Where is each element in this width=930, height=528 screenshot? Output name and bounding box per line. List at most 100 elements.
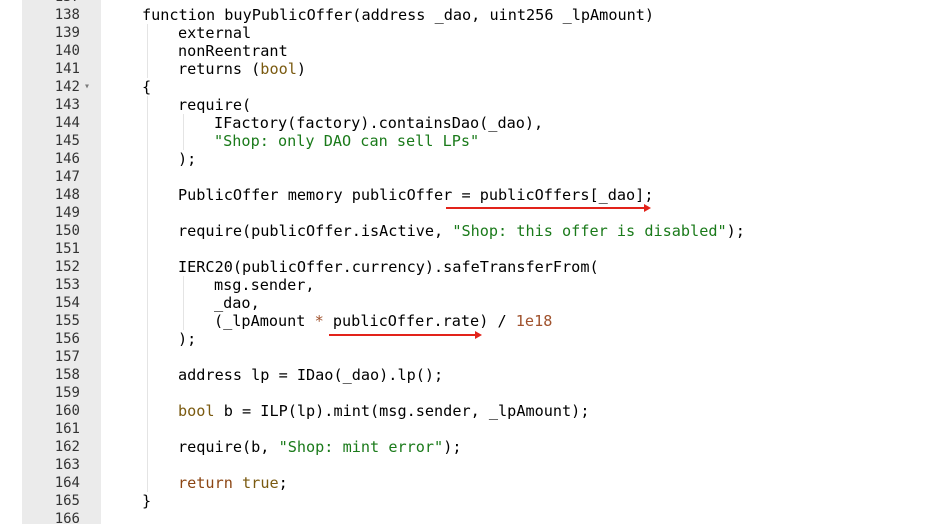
- code-token: publicOffer.rate) /: [323, 312, 516, 330]
- code-token: PublicOffer memory publicOffer = publicO…: [178, 186, 654, 204]
- fold-arrow-icon[interactable]: ▾: [84, 81, 91, 92]
- line-number: 151: [54, 241, 80, 257]
- code-line[interactable]: 156);: [0, 330, 930, 348]
- indent-guide: [147, 222, 148, 240]
- code-line[interactable]: 165}: [0, 492, 930, 510]
- code-token: bool: [260, 60, 297, 78]
- code-text: return true;: [178, 474, 288, 492]
- code-token: }: [142, 492, 152, 510]
- code-token: b = ILP(lp).mint(msg.sender, _lpAmount);: [214, 402, 590, 420]
- indent-guide: [147, 24, 148, 42]
- code-token: _dao,: [214, 294, 260, 312]
- line-number: 153: [54, 277, 80, 293]
- code-line[interactable]: 161: [0, 420, 930, 438]
- code-text: nonReentrant: [178, 42, 288, 60]
- line-number: 137: [22, 0, 80, 6]
- line-number-gutter: [22, 0, 101, 524]
- code-text: msg.sender,: [214, 276, 315, 294]
- code-line[interactable]: 154_dao,: [0, 294, 930, 312]
- indent-guide: [147, 258, 148, 276]
- code-token: bool: [178, 402, 215, 420]
- line-number: 148: [54, 187, 80, 203]
- code-line[interactable]: 160 bool b = ILP(lp).mint(msg.sender, _lp…: [0, 402, 930, 420]
- line-number: 139: [54, 25, 80, 41]
- code-text: (_lpAmount * publicOffer.rate) / 1e18: [214, 312, 552, 330]
- indent-guide: [147, 402, 148, 420]
- indent-guide: [147, 132, 148, 150]
- indent-guide: [147, 366, 148, 384]
- line-number: 155: [54, 313, 80, 329]
- code-token: [233, 474, 242, 492]
- code-token: return: [178, 474, 233, 492]
- line-number: 150: [54, 223, 80, 239]
- code-line[interactable]: 145"Shop: only DAO can sell LPs": [0, 132, 930, 150]
- code-token: require(publicOffer.isActive,: [178, 222, 453, 240]
- line-number: 166: [54, 511, 80, 527]
- code-line[interactable]: 159: [0, 384, 930, 402]
- code-area[interactable]: [101, 0, 930, 524]
- code-text: returns (bool): [178, 60, 306, 78]
- line-number: 146: [54, 151, 80, 167]
- line-number: 162: [54, 439, 80, 455]
- code-line[interactable]: 149: [0, 204, 930, 222]
- indent-guide: [183, 294, 184, 312]
- code-text: }: [142, 492, 151, 510]
- code-line[interactable]: 137: [0, 0, 930, 6]
- code-text: _dao,: [214, 294, 260, 312]
- code-token: "Shop: only DAO can sell LPs": [214, 132, 480, 150]
- indent-guide: [183, 114, 184, 132]
- code-line[interactable]: 148 PublicOffer memory publicOffer = publ…: [0, 186, 930, 204]
- code-token: function buyPublicOffer(address _dao, ui…: [142, 6, 655, 24]
- code-token: true: [242, 474, 279, 492]
- code-token: ): [296, 60, 307, 78]
- code-text: function buyPublicOffer(address _dao, ui…: [142, 6, 654, 24]
- code-line[interactable]: 162 require(b, "Shop: mint error");: [0, 438, 930, 456]
- indent-guide: [147, 348, 148, 366]
- code-token: *: [314, 312, 324, 330]
- code-line[interactable]: 166: [0, 510, 930, 528]
- indent-guide: [147, 438, 148, 456]
- indent-guide: [147, 276, 148, 294]
- code-text: "Shop: only DAO can sell LPs": [214, 132, 479, 150]
- code-text: bool b = ILP(lp).mint(msg.sender, _lpAmo…: [178, 402, 589, 420]
- line-number: 141: [54, 61, 80, 77]
- line-number: 165: [54, 493, 80, 509]
- line-number: 156: [54, 331, 80, 347]
- indent-guide: [147, 114, 148, 132]
- indent-guide: [147, 294, 148, 312]
- code-line[interactable]: 146);: [0, 150, 930, 168]
- indent-guide: [147, 42, 148, 60]
- code-line[interactable]: 163: [0, 456, 930, 474]
- code-line[interactable]: 151: [0, 240, 930, 258]
- line-number: 159: [54, 385, 80, 401]
- indent-guide: [183, 132, 184, 150]
- line-number: 160: [54, 403, 80, 419]
- code-line[interactable]: 155 (_lpAmount * publicOffer.rate) / 1e18: [0, 312, 930, 330]
- code-token: "Shop: mint error": [278, 438, 444, 456]
- code-token: {: [142, 78, 152, 96]
- code-text: require(b, "Shop: mint error");: [178, 438, 461, 456]
- code-token: returns (: [178, 60, 261, 78]
- code-line[interactable]: 147: [0, 168, 930, 186]
- line-number: 149: [54, 205, 80, 221]
- code-token: 1e18: [515, 312, 553, 330]
- code-line[interactable]: 141 returns (bool): [0, 60, 930, 78]
- indent-guide: [147, 204, 148, 222]
- code-line[interactable]: 153 msg.sender,: [0, 276, 930, 294]
- code-text: {: [142, 78, 151, 96]
- indent-guide: [147, 168, 148, 186]
- code-line[interactable]: 157: [0, 348, 930, 366]
- code-line[interactable]: 142▾{: [0, 78, 930, 96]
- indent-guide: [147, 240, 148, 258]
- line-number: 147: [54, 169, 80, 185]
